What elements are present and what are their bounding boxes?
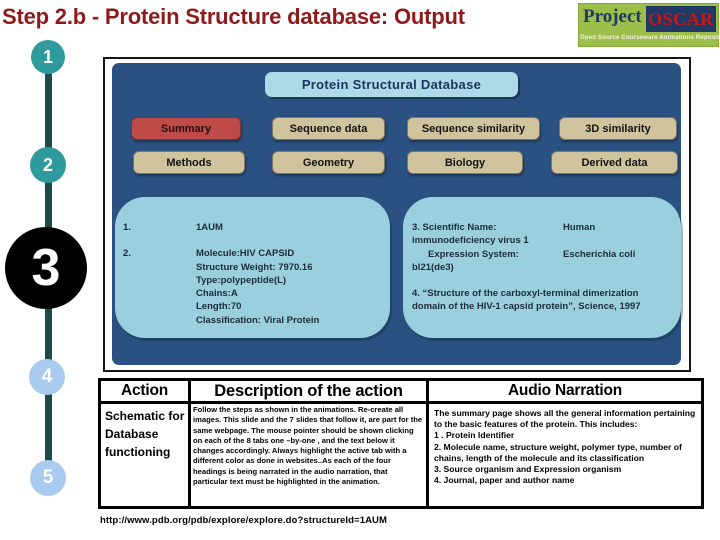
- logo-tagline: Open Source Courseware Animations Reposi…: [580, 35, 720, 41]
- protein-identifier: 1AUM: [196, 222, 223, 233]
- chains: Chains:A: [196, 288, 238, 300]
- audio-line-3: 3. Source organism and Expression organi…: [434, 464, 622, 475]
- expression-system-row: Expression System: Escherichia coli: [412, 248, 669, 261]
- scientific-name-value: Human: [563, 222, 596, 233]
- timeline-step-2: 2: [30, 147, 66, 183]
- tab-methods[interactable]: Methods: [133, 151, 245, 174]
- expression-system-value: Escherichia coli: [563, 248, 636, 260]
- scientific-name-label: 3. Scientific Name:: [412, 222, 497, 233]
- scientific-name-continued: immunodeficiency virus 1: [412, 235, 529, 247]
- audio-line-intro: The summary page shows all the general i…: [434, 408, 696, 430]
- tab-summary[interactable]: Summary: [131, 117, 241, 140]
- table-cell-description: Follow the steps as shown in the animati…: [188, 404, 426, 506]
- action-table: Action Description of the action Audio N…: [98, 378, 704, 509]
- panel-title: Protein Structural Database: [265, 72, 518, 97]
- expression-system-continued: bl21(de3): [412, 261, 454, 273]
- spacer: [412, 274, 669, 287]
- logo-oscar-text: OSCAR: [648, 8, 714, 29]
- audio-line-4: 4. Journal, paper and author name: [434, 475, 575, 486]
- tab-sequence-data[interactable]: Sequence data: [272, 117, 385, 140]
- audio-line-1: 1 . Protein Identifier: [434, 430, 515, 441]
- summary-info-box-right: 3. Scientific Name: Human immunodeficien…: [403, 197, 681, 338]
- table-header-audio: Audio Narration: [426, 381, 701, 404]
- tab-3d-similarity[interactable]: 3D similarity: [559, 117, 677, 140]
- table-cell-audio-narration: The summary page shows all the general i…: [426, 404, 701, 506]
- logo-top-row: Project OSCAR: [579, 4, 718, 32]
- info-item-1-number: 1.: [123, 222, 131, 233]
- classification: Classification: Viral Protein: [196, 314, 320, 326]
- logo-oscar-box: OSCAR: [645, 6, 716, 32]
- info-item-2-number: 2.: [123, 248, 131, 260]
- timeline-step-3-current: 3: [5, 227, 87, 309]
- tab-biology[interactable]: Biology: [407, 151, 523, 174]
- tab-sequence-similarity[interactable]: Sequence similarity: [407, 117, 540, 140]
- molecule-details: Molecule:HIV CAPSID Structure Weight: 79…: [196, 247, 319, 327]
- scientific-name-row: 3. Scientific Name: Human: [412, 221, 669, 234]
- structure-weight: Structure Weight: 7970.16: [196, 261, 313, 273]
- info-item-2: 2. Molecule:HIV CAPSID Structure Weight:…: [123, 247, 380, 327]
- pdb-url-link[interactable]: http://www.pdb.org/pdb/explore/explore.d…: [100, 515, 388, 526]
- timeline-step-1: 1: [31, 40, 65, 74]
- length: Length:70: [196, 301, 242, 313]
- molecule-name: Molecule:HIV CAPSID: [196, 248, 295, 260]
- project-oscar-logo: Project OSCAR Open Source Courseware Ani…: [578, 3, 720, 47]
- table-header-description: Description of the action: [188, 381, 426, 404]
- table-header-action: Action: [101, 381, 188, 404]
- summary-info-box-left: 1. 1AUM 2. Molecule:HIV CAPSID Structure…: [115, 197, 390, 338]
- timeline-step-4: 4: [29, 359, 65, 395]
- tab-derived-data[interactable]: Derived data: [551, 151, 678, 174]
- page-title: Step 2.b - Protein Structure database: O…: [2, 4, 465, 29]
- info-item-1: 1. 1AUM: [123, 221, 380, 234]
- expression-system-label: Expression System:: [428, 248, 519, 260]
- table-cell-action: Schematic for Database functioning: [105, 409, 185, 459]
- timeline-step-5: 5: [30, 460, 66, 496]
- tab-geometry[interactable]: Geometry: [272, 151, 385, 174]
- audio-line-2: 2. Molecule name, structure weight, poly…: [434, 441, 682, 463]
- journal-citation: 4. “Structure of the carboxyl-terminal d…: [412, 288, 641, 313]
- logo-project-text: Project: [583, 6, 642, 27]
- polymer-type: Type:polypeptide(L): [196, 274, 287, 286]
